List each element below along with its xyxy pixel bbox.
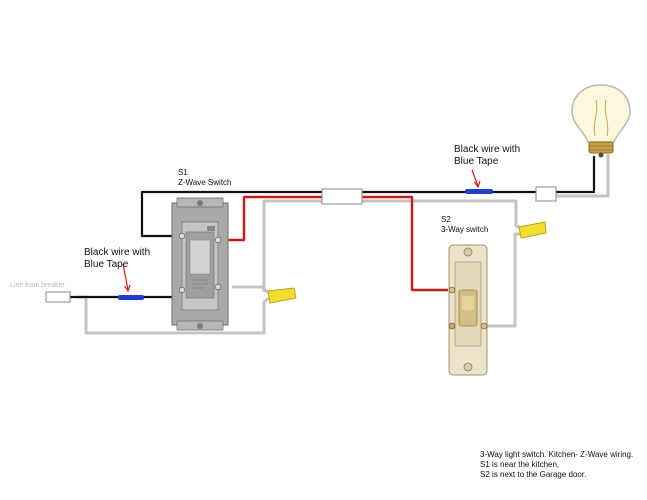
s2-id-label: S2: [441, 215, 451, 224]
tape-right-label-line2: Blue Tape: [454, 156, 499, 167]
zwave-switch-s1: [171, 197, 229, 331]
lightbulb-icon: [571, 84, 631, 158]
hot-wire-lamp: [556, 156, 596, 194]
neutral-wire-to-lamp: [262, 199, 322, 292]
blue-tape-right: [465, 189, 493, 194]
wire-nut-s1: [267, 287, 297, 304]
neutral-wires: [78, 154, 610, 335]
wire-nut-lamp: [518, 221, 547, 239]
s1-type-label: Z-Wave Switch: [178, 178, 232, 187]
line-plug: [45, 291, 71, 303]
three-way-switch-s2: [448, 244, 488, 376]
note-line-2: S1 is near the kitchen,: [480, 460, 560, 469]
splice-connector-center: [321, 188, 363, 205]
neutral-wire-lamp: [552, 154, 610, 198]
splice-connector-lamp: [535, 186, 557, 202]
tape-left-label-line1: Black wire with: [84, 247, 151, 258]
annotation-arrows: [122, 169, 481, 293]
arrow-left-tape: [122, 263, 129, 291]
neutral-wire-s2: [486, 232, 523, 328]
red-traveler-wire: [220, 195, 448, 292]
note-line-1: 3-Way light switch. Kitchen- Z-Wave wiri…: [480, 450, 634, 459]
tape-right-label-line1: Black wire with: [454, 144, 521, 155]
s2-type-label: 3-Way switch: [441, 225, 489, 234]
hot-wire-s1-top: [140, 190, 322, 238]
line-from-breaker-label: Line from breaker: [10, 282, 65, 289]
s1-id-label: S1: [178, 168, 188, 177]
note-line-3: S2 is next to the Garage door.: [480, 470, 587, 479]
neutral-wire-s1-box: [232, 285, 271, 296]
tape-left-label-line2: Blue Tape: [84, 259, 129, 270]
blue-tape-left: [118, 295, 144, 300]
arrow-right-tape: [471, 169, 479, 187]
